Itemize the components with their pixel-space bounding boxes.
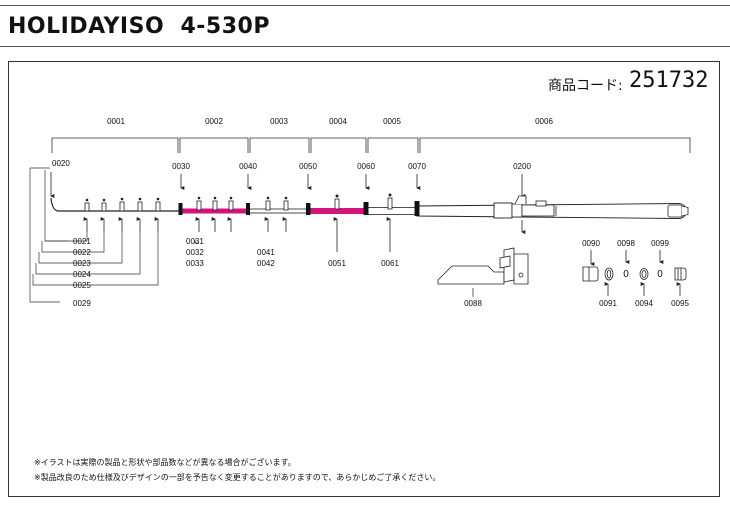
section-label-0004: 0004 xyxy=(329,117,347,126)
cap-label-0091: 0091 xyxy=(599,299,617,308)
part-label-0088: 0088 xyxy=(464,299,482,308)
cap-parts xyxy=(582,266,687,282)
accent-segment-0002 xyxy=(180,208,248,214)
accent-segment-0004 xyxy=(308,208,366,214)
guide-label-0029: 0029 xyxy=(73,299,91,308)
section-label-0001: 0001 xyxy=(107,117,125,126)
guide-arrows xyxy=(83,217,526,252)
top-rule xyxy=(0,5,730,6)
section-brackets xyxy=(51,137,691,153)
guide-label-0023: 0023 xyxy=(73,259,91,268)
joint-ferrules xyxy=(178,201,420,216)
line-guides xyxy=(84,197,393,212)
page-title: HOLIDAYISO 4-530P xyxy=(8,14,270,39)
joint-label-0200: 0200 xyxy=(513,162,531,171)
cap-label-0090: 0090 xyxy=(582,239,600,248)
section-label-0002: 0002 xyxy=(205,117,223,126)
guide-label-0061: 0061 xyxy=(381,259,399,268)
section-label-0005: 0005 xyxy=(383,117,401,126)
guide-label-0021: 0021 xyxy=(73,237,91,246)
guide-label-0031: 0031 xyxy=(186,237,204,246)
guide-label-0042: 0042 xyxy=(257,259,275,268)
product-code-value: 251732 xyxy=(629,68,709,93)
disclaimer-note-1: ※イラストは実際の製品と形状や部品数などが異なる場合がございます。 xyxy=(34,458,296,467)
disclaimer-note-2: ※製品改良のため仕様及びデザインの一部を予告なく変更することがありますので、あら… xyxy=(34,473,441,482)
joint-label-0050: 0050 xyxy=(299,162,317,171)
joint-label-0020: 0020 xyxy=(52,159,70,168)
guide-label-0051: 0051 xyxy=(328,259,346,268)
product-code-label: 商品コード: xyxy=(548,78,623,94)
guide-label-0025: 0025 xyxy=(73,281,91,290)
joint-label-0070: 0070 xyxy=(408,162,426,171)
section-label-0003: 0003 xyxy=(270,117,288,126)
guide-rings xyxy=(85,193,392,202)
rod-blank xyxy=(50,195,689,219)
leader-lines xyxy=(29,167,199,303)
guide-label-0024: 0024 xyxy=(73,270,91,279)
title-rule xyxy=(0,46,730,47)
joint-arrows xyxy=(50,172,526,198)
part-0088-stand xyxy=(437,247,529,285)
cap-arrows xyxy=(590,250,681,296)
guide-label-0022: 0022 xyxy=(73,248,91,257)
parts-diagram-frame xyxy=(8,61,720,497)
joint-label-0060: 0060 xyxy=(357,162,375,171)
o-ring-0098: 0 xyxy=(623,269,629,280)
joint-label-0040: 0040 xyxy=(239,162,257,171)
cap-label-0095: 0095 xyxy=(671,299,689,308)
joint-label-0030: 0030 xyxy=(172,162,190,171)
cap-label-0094: 0094 xyxy=(635,299,653,308)
cap-label-0099: 0099 xyxy=(651,239,669,248)
cap-label-0098: 0098 xyxy=(617,239,635,248)
guide-label-0032: 0032 xyxy=(186,248,204,257)
o-ring-0099: 0 xyxy=(657,269,663,280)
guide-label-0041: 0041 xyxy=(257,248,275,257)
section-label-0006: 0006 xyxy=(535,117,553,126)
guide-label-0033: 0033 xyxy=(186,259,204,268)
